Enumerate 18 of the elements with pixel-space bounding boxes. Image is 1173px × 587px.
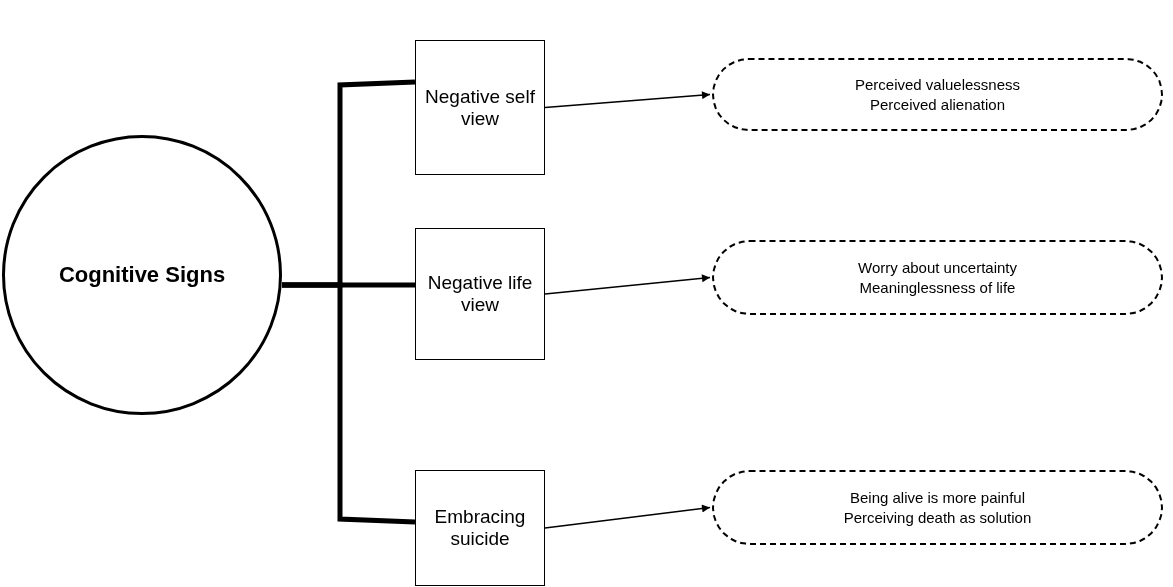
node-text: Negative life view bbox=[426, 272, 534, 316]
node-text: Perceived valuelessness bbox=[854, 74, 1021, 95]
circle-node bbox=[2, 135, 282, 415]
arrow bbox=[544, 91, 711, 109]
process-box bbox=[415, 470, 545, 586]
node-text: Cognitive Signs bbox=[58, 262, 226, 288]
arrow bbox=[544, 274, 711, 295]
node-text: Worry about uncertainty bbox=[858, 257, 1017, 278]
connector-line bbox=[282, 282, 416, 525]
node-text: Embracing suicide bbox=[433, 506, 527, 550]
node-text: Perceiving death as solution bbox=[843, 507, 1032, 528]
process-box bbox=[415, 40, 545, 175]
process-box bbox=[415, 228, 545, 360]
node-text: Meaninglessness of life bbox=[859, 277, 1016, 298]
node-text: Being alive is more painful bbox=[849, 487, 1026, 508]
node-text: Negative self view bbox=[424, 85, 536, 130]
arrow bbox=[544, 504, 711, 529]
node-text: Perceived alienation bbox=[869, 94, 1006, 115]
